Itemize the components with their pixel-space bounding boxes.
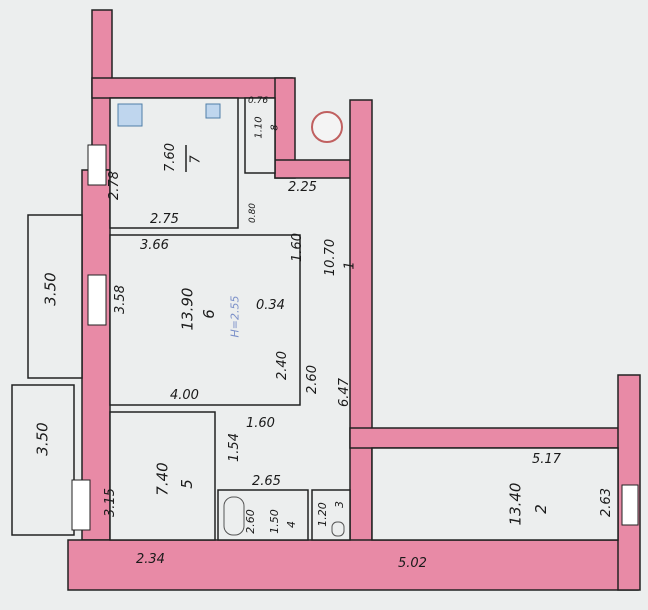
window xyxy=(621,484,639,526)
balcony-2-label: 3.50 xyxy=(33,422,52,456)
room-8-area: 1.10 xyxy=(253,116,265,139)
dim-label: 1.60 xyxy=(246,416,275,431)
windows xyxy=(71,144,639,531)
dim-label: 2.78 xyxy=(106,171,122,200)
dim-label: 1.54 xyxy=(226,433,242,462)
dim-label: 2.63 xyxy=(598,488,614,517)
dim-label: 1.60 xyxy=(289,233,305,262)
balcony-1-label: 3.50 xyxy=(41,272,60,306)
window xyxy=(87,274,107,326)
dim-label: 2.75 xyxy=(150,212,179,227)
dim-label: 5.17 xyxy=(532,452,561,467)
dim-label: 3.66 xyxy=(140,238,169,253)
room-2-area: 13.40 xyxy=(506,482,525,526)
dim-label: 0.76 xyxy=(248,96,269,106)
stamp: Н=2.55 xyxy=(228,295,242,338)
room-1-number: 1 xyxy=(342,261,358,270)
window xyxy=(87,144,107,186)
room-8-number: 8 xyxy=(269,124,281,131)
balcony-2 xyxy=(11,384,75,536)
room-5-number: 5 xyxy=(177,479,196,489)
room-3-area: 1.20 xyxy=(315,502,329,527)
wall-top-kitchen xyxy=(91,77,293,99)
dim-label: 6.47 xyxy=(336,378,352,407)
rooms xyxy=(11,97,619,541)
dim-label: 4.00 xyxy=(170,388,199,403)
dim-label: 2.60 xyxy=(304,365,320,394)
room-5 xyxy=(109,411,216,541)
room-2 xyxy=(371,447,619,541)
dim-label: 3.58 xyxy=(112,285,128,314)
toilet-icon xyxy=(331,521,345,537)
dim-label: 5.02 xyxy=(398,556,427,571)
room-5-area: 7.40 xyxy=(153,462,172,496)
dim-label: 0.80 xyxy=(248,202,259,224)
dim-label: 2.25 xyxy=(288,180,317,195)
sink-icon xyxy=(205,103,221,119)
wall-middle xyxy=(349,99,373,581)
room-7-area: 7.60 xyxy=(162,143,178,172)
room-3-number: 3 xyxy=(333,501,346,508)
dim-label: 1.50 xyxy=(267,509,281,534)
dim-label: 0.34 xyxy=(256,298,285,313)
room-6-area: 13.90 xyxy=(178,287,197,331)
room-4-bath xyxy=(217,489,309,541)
wall-corridor-top xyxy=(274,159,356,179)
room-4-number: 4 xyxy=(285,521,298,528)
dim-label: 2.40 xyxy=(274,351,290,380)
dim-label: 2.65 xyxy=(252,474,281,489)
room-8 xyxy=(244,97,276,174)
room-6-number: 6 xyxy=(199,309,218,319)
dim-label: 3.15 xyxy=(102,488,118,517)
room-1-area: 10.70 xyxy=(323,238,339,277)
room-7-number: 7 xyxy=(188,155,204,164)
bathtub-icon xyxy=(223,496,245,536)
dim-label: 2.34 xyxy=(136,552,165,567)
balcony-1 xyxy=(27,214,83,379)
window xyxy=(71,479,91,531)
wall-room2-top xyxy=(349,427,621,449)
riser-pipe-icon xyxy=(311,111,343,143)
wall-right xyxy=(617,374,641,591)
room-2-number: 2 xyxy=(531,504,550,514)
walls xyxy=(67,9,641,591)
stove-icon xyxy=(117,103,143,127)
room-4-area: 2.60 xyxy=(243,509,257,534)
room-6 xyxy=(109,234,301,406)
